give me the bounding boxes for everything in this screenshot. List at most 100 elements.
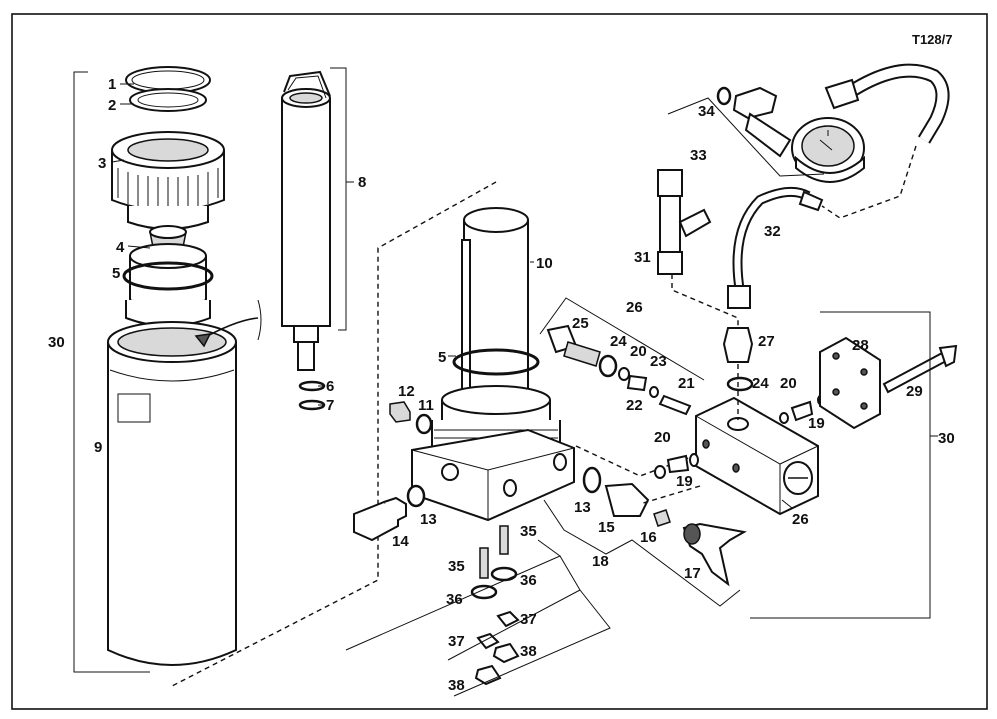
- label-17: 17: [684, 565, 701, 582]
- part-union-14: [353, 496, 407, 542]
- label-14: 14: [392, 533, 409, 550]
- label-31: 31: [634, 249, 651, 266]
- label-15: 15: [598, 519, 615, 536]
- part-seal-20-lower: [654, 465, 666, 479]
- label-4: 4: [116, 239, 125, 256]
- label-19-right: 19: [808, 415, 825, 432]
- leader-lines: [111, 83, 534, 406]
- label-20-right: 20: [780, 375, 797, 392]
- label-21: 21: [678, 375, 695, 392]
- part-nut-37a: [496, 610, 520, 628]
- label-34: 34: [698, 103, 715, 120]
- part-pin-21: [658, 394, 692, 416]
- label-26-bottom: 26: [792, 511, 809, 528]
- part-filter-tube: [281, 70, 331, 371]
- label-38-lower: 38: [448, 677, 465, 694]
- label-5-centre: 5: [438, 349, 446, 366]
- label-38-upper: 38: [520, 643, 537, 660]
- label-13-right: 13: [574, 499, 591, 516]
- label-27: 27: [758, 333, 775, 350]
- dashed-guide-hose: [821, 145, 917, 219]
- part-plug-12: [389, 401, 411, 423]
- label-18: 18: [592, 553, 609, 570]
- part-valve-19-lower: [666, 454, 690, 474]
- label-36-upper: 36: [520, 572, 537, 589]
- bracket-33: [667, 97, 825, 177]
- label-7: 7: [326, 397, 334, 414]
- drawing-border: [11, 13, 988, 710]
- label-29: 29: [906, 383, 923, 400]
- part-reservoir-tube: [452, 207, 540, 421]
- part-plug-16: [653, 509, 671, 527]
- label-6: 6: [326, 378, 334, 395]
- label-11: 11: [418, 397, 434, 414]
- dashed-guide-left: [171, 181, 497, 687]
- part-seal-34: [716, 86, 732, 106]
- part-washer-13-left: [406, 484, 426, 508]
- bracket-18: [543, 499, 741, 607]
- label-1: 1: [108, 76, 116, 93]
- label-32: 32: [764, 223, 781, 240]
- part-nipple-27: [722, 327, 754, 363]
- part-seal-20: [618, 367, 630, 381]
- label-12: 12: [398, 383, 415, 400]
- part-washer-24-right: [726, 376, 754, 392]
- label-37-upper: 37: [520, 611, 537, 628]
- part-hose-upper: [824, 63, 950, 144]
- label-30-left: 30: [48, 334, 65, 351]
- label-19-lower: 19: [676, 473, 693, 490]
- part-labels: 1 2 3 4 5 30 9 8 6 7 10 5 12 11 13 14 13…: [48, 76, 955, 694]
- bracket-35-38: [345, 539, 611, 697]
- bracket-30-left: [73, 71, 150, 673]
- part-flange-plate-28: [819, 336, 881, 430]
- part-bolt-29: [882, 344, 958, 394]
- part-nut-38b: [474, 664, 502, 686]
- label-28: 28: [852, 337, 869, 354]
- label-13-left: 13: [420, 511, 437, 528]
- bracket-8: [330, 67, 354, 331]
- part-stud-35a: [499, 525, 509, 555]
- part-valve-23: [626, 374, 648, 392]
- part-washer-13-right: [582, 466, 602, 494]
- part-banjo-25: [546, 324, 601, 367]
- part-washer-36b: [470, 584, 498, 600]
- label-9: 9: [94, 439, 102, 456]
- label-36-lower: 36: [446, 591, 463, 608]
- part-stud-35b: [479, 547, 489, 579]
- part-washer-11: [415, 413, 433, 435]
- label-25: 25: [572, 315, 589, 332]
- label-8: 8: [358, 174, 366, 191]
- label-20-top: 20: [630, 343, 647, 360]
- label-24: 24: [610, 333, 627, 350]
- dashed-guide-31: [671, 274, 739, 328]
- part-hose-32: [727, 186, 824, 309]
- label-33: 33: [690, 147, 707, 164]
- label-30-right: 30: [938, 430, 955, 447]
- label-26-top: 26: [626, 299, 643, 316]
- label-35-lower: 35: [448, 558, 465, 575]
- label-5-left: 5: [112, 265, 120, 282]
- part-knurled-nut: [111, 131, 225, 230]
- bracket-26-bottom: [781, 499, 793, 509]
- label-37-lower: 37: [448, 633, 465, 650]
- label-35-upper: 35: [520, 523, 537, 540]
- part-washer-24: [598, 354, 618, 378]
- label-3: 3: [98, 155, 106, 172]
- part-washer-36a: [490, 566, 518, 582]
- part-tee-31: [657, 169, 712, 275]
- bracket-26-top: [539, 297, 705, 381]
- bracket-30-right: [750, 311, 938, 619]
- part-nut-37b: [476, 632, 500, 650]
- part-gauge-assembly-33: [732, 86, 865, 183]
- label-2: 2: [108, 97, 116, 114]
- part-nut-38a: [492, 642, 520, 664]
- part-union-15: [604, 482, 650, 517]
- part-seal-20-right: [779, 412, 789, 424]
- label-22: 22: [626, 397, 643, 414]
- label-10: 10: [536, 255, 553, 272]
- label-20-lower: 20: [654, 429, 671, 446]
- drawing-reference: T128/7: [912, 32, 952, 47]
- part-piston: [122, 243, 214, 327]
